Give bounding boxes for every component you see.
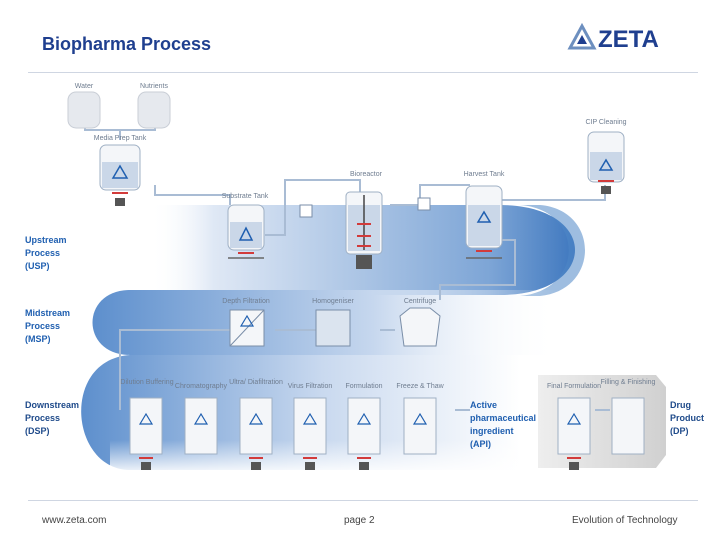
bioreactor: Bioreactor <box>299 171 431 269</box>
dsp-label: Dilution Buffering <box>120 379 173 386</box>
depth-filtration-label: Depth Filtration <box>222 298 270 305</box>
centrifuge: Centrifuge <box>399 298 441 347</box>
stage-line: (API) <box>470 439 491 449</box>
dilution-buffering-unit: Dilution Buffering <box>120 379 174 470</box>
nutrients-tank: Nutrients <box>137 83 171 129</box>
zeta-logo-icon <box>238 226 254 241</box>
stage-line: (MSP) <box>25 334 51 344</box>
zeta-logo-icon <box>239 314 255 327</box>
chromatography-unit: Chromatography <box>175 383 228 455</box>
media-prep-label: Media Prep Tank <box>94 135 147 142</box>
header-divider <box>28 72 698 73</box>
stage-line: Process <box>25 321 60 331</box>
final-formulation-unit: Final Formulation <box>547 383 601 470</box>
centrifuge-label: Centrifuge <box>404 298 436 305</box>
zeta-logo-icon <box>356 412 372 425</box>
zeta-logo-icon <box>412 412 428 425</box>
stage-line: Active <box>470 400 497 410</box>
freeze-thaw-unit: Freeze & Thaw <box>396 383 445 455</box>
bioreactor-label: Bioreactor <box>350 171 383 178</box>
stage-line: (DP) <box>670 426 689 436</box>
stage-dp: Drug Product (DP) <box>670 400 704 436</box>
footer-url: www.zeta.com <box>42 515 107 526</box>
cip-cleaning-tank: CIP Cleaning <box>585 119 627 194</box>
stage-line: Midstream <box>25 308 70 318</box>
stage-line: Drug <box>670 400 691 410</box>
stage-line: ingredient <box>470 426 514 436</box>
depth-filtration: Depth Filtration <box>222 298 270 347</box>
logo-text: ZETA <box>598 26 659 52</box>
formulation-unit: Formulation <box>346 383 383 470</box>
footer-divider <box>28 500 698 501</box>
stage-line: Process <box>25 413 60 423</box>
ultra-diafiltration-unit: Ultra/ Diafiltration <box>229 379 283 470</box>
stage-line: Upstream <box>25 235 67 245</box>
cip-label: CIP Cleaning <box>585 119 626 126</box>
homogeniser-label: Homogeniser <box>312 298 354 305</box>
zeta-logo-icon <box>476 210 492 223</box>
zeta-logo: ZETA <box>567 22 659 52</box>
final-label: Filling & Finishing <box>601 379 656 386</box>
filling-finishing-unit: Filling & Finishing <box>601 379 656 455</box>
valve-icon <box>417 197 431 211</box>
water-tank: Water <box>67 83 101 129</box>
stage-line: (DSP) <box>25 426 50 436</box>
zeta-logo-icon <box>248 412 264 425</box>
stage-line: Downstream <box>25 400 79 410</box>
media-prep-tank: Media Prep Tank <box>94 135 147 206</box>
zeta-logo-mark-icon <box>567 22 597 50</box>
stage-usp: Upstream Process (USP) <box>25 235 67 271</box>
final-label: Final Formulation <box>547 383 601 390</box>
water-label: Water <box>75 83 94 90</box>
zeta-logo-icon <box>566 412 582 425</box>
dsp-label: Virus Filtration <box>288 383 333 390</box>
zeta-logo-icon <box>138 412 154 425</box>
stage-api: Active pharmaceutical ingredient (API) <box>470 400 536 449</box>
stage-line: pharmaceutical <box>470 413 536 423</box>
nutrients-label: Nutrients <box>140 83 169 90</box>
zeta-logo-icon <box>111 164 129 179</box>
stage-dsp: Downstream Process (DSP) <box>25 400 79 436</box>
valve-icon <box>299 204 313 218</box>
page-title: Biopharma Process <box>42 34 212 54</box>
zeta-logo-icon <box>598 158 614 171</box>
dsp-label: Chromatography <box>175 383 228 390</box>
zeta-logo-icon <box>302 412 318 425</box>
harvest-tank: Harvest Tank <box>464 171 505 259</box>
stage-line: Product <box>670 413 704 423</box>
footer-tagline: Evolution of Technology <box>572 515 678 526</box>
footer-page-number: page 2 <box>344 515 375 526</box>
stage-msp: Midstream Process (MSP) <box>25 308 70 344</box>
dsp-units: Dilution Buffering Chromatography Ultra/… <box>120 379 656 470</box>
harvest-label: Harvest Tank <box>464 171 505 178</box>
virus-filtration-unit: Virus Filtration <box>288 383 333 470</box>
dsp-label: Ultra/ Diafiltration <box>229 379 283 386</box>
substrate-tank: Substrate Tank <box>222 193 269 259</box>
dsp-label: Freeze & Thaw <box>396 383 444 390</box>
zeta-logo-icon <box>193 412 209 425</box>
substrate-label: Substrate Tank <box>222 193 269 200</box>
homogeniser: Homogeniser <box>312 298 354 347</box>
stage-line: Process <box>25 248 60 258</box>
dsp-label: Formulation <box>346 383 383 390</box>
stage-line: (USP) <box>25 261 50 271</box>
